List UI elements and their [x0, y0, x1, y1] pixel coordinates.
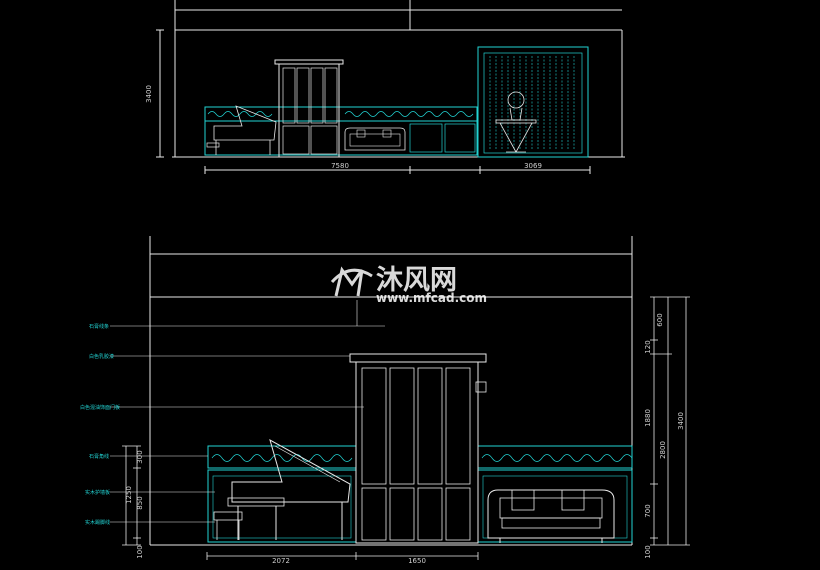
right-dim-1880: 1880 [644, 409, 652, 427]
left-dim-300: 300 [136, 450, 144, 463]
right-dim-100: 100 [644, 545, 652, 558]
top-elevation [156, 0, 625, 174]
watermark-cn: 沐风网 [376, 265, 457, 296]
annotation-2: 白色混油饰面门板 [80, 404, 120, 411]
right-dim-120: 120 [644, 340, 652, 353]
annotation-4: 实木护墙板 [85, 489, 110, 496]
top-dim-width-right: 3069 [524, 162, 542, 170]
top-dim-height: 3400 [145, 85, 153, 103]
bottom-elevation [110, 236, 690, 560]
annotation-3: 石膏角线 [89, 453, 109, 460]
watermark-logo-icon [330, 266, 373, 297]
bottom-dim-0: 2072 [272, 557, 290, 565]
right-dim-600: 600 [656, 313, 664, 326]
annotation-1: 白色乳胶漆 [89, 353, 114, 360]
watermark: 沐风网 www.mfcad.com [330, 265, 487, 305]
annotation-0: 石膏线条 [89, 323, 109, 330]
right-dim-2800: 2800 [659, 441, 667, 459]
left-dim-1250: 1250 [125, 486, 133, 504]
bottom-dim-1: 1650 [408, 557, 426, 565]
annotation-5: 实木踢脚线 [85, 519, 110, 526]
left-dim-100: 100 [136, 545, 144, 558]
right-dim-700: 700 [644, 504, 652, 517]
right-dim-3400: 3400 [677, 412, 685, 430]
left-dim-850: 850 [136, 496, 144, 509]
watermark-url: www.mfcad.com [376, 291, 487, 305]
top-dim-width-left: 7580 [331, 162, 349, 170]
